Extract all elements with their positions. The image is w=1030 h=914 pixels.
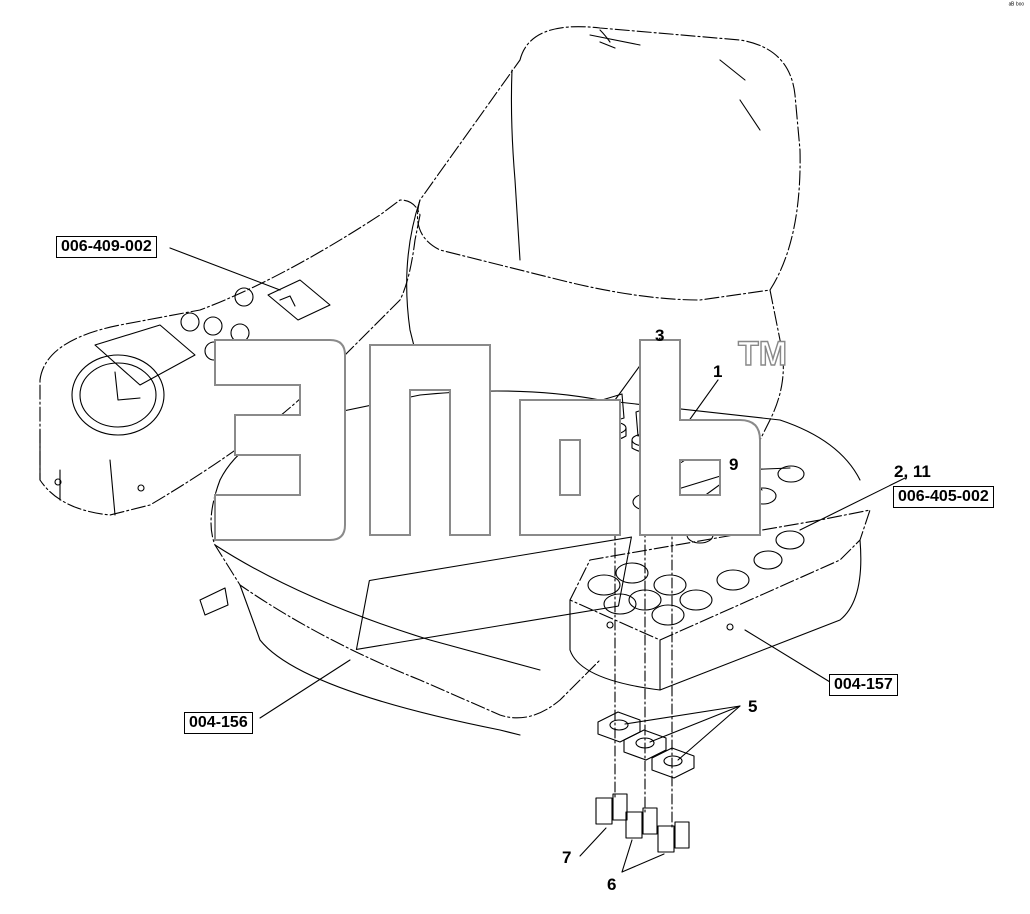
watermark-logo [214,339,761,541]
right-control-console [355,509,871,691]
callout-5: 5 [748,697,758,716]
callout-3: 3 [655,326,665,345]
left-armrest [39,199,421,516]
mounting-adapters [597,711,695,779]
reference-box-004-157[interactable]: 004-157 [829,674,898,696]
callout-7: 7 [562,848,572,867]
contact-blocks [595,793,690,853]
watermark-trademark: TM [737,334,788,373]
callout-2-11: 2, 11 [894,462,931,481]
callout-1: 1 [713,362,723,381]
callout-9: 9 [729,455,739,474]
corner-mark: ᵃᴮ ᵇᵒᵒ [1008,2,1024,9]
reference-box-004-156[interactable]: 004-156 [184,712,253,734]
reference-box-006-405-002[interactable]: 006-405-002 [893,486,994,508]
reference-box-006-409-002[interactable]: 006-409-002 [56,236,157,258]
callout-6: 6 [607,875,617,894]
